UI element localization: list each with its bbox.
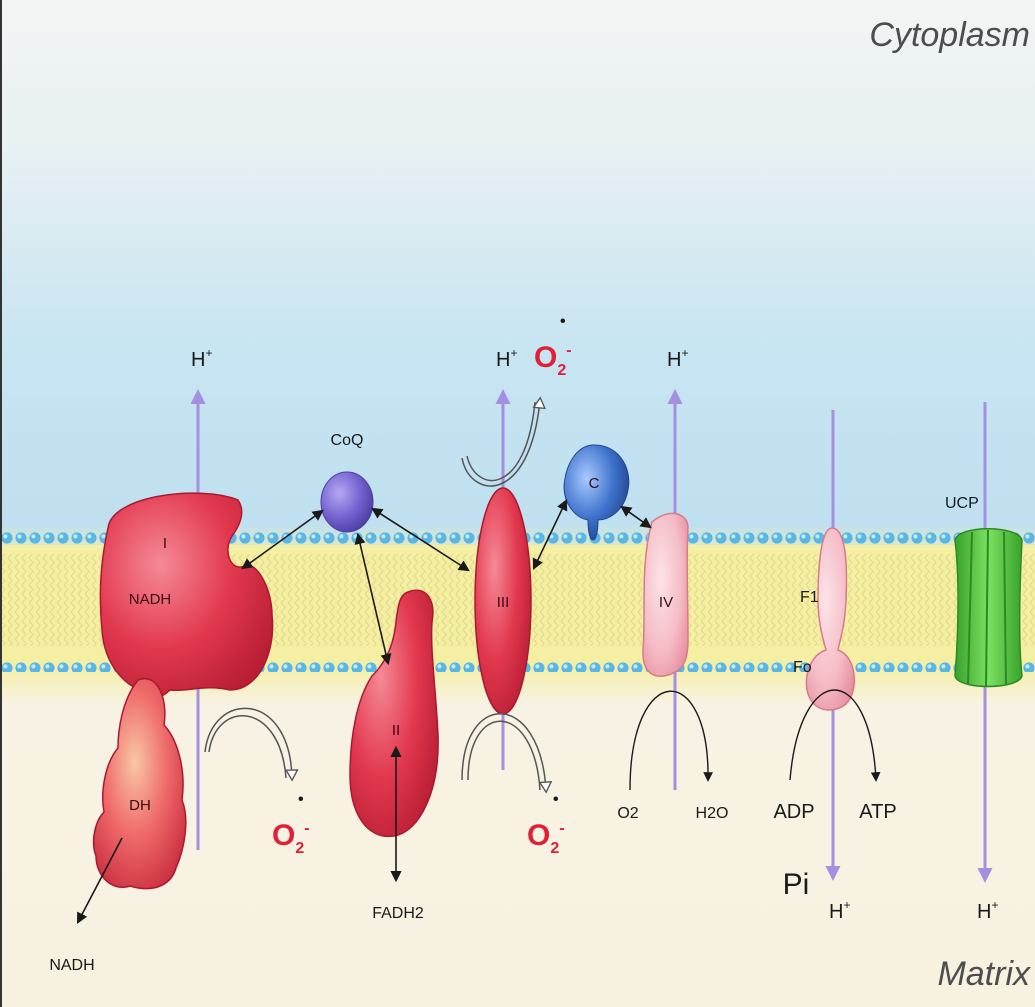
dh-label: DH (129, 797, 151, 814)
complex-1-numeral: I (163, 535, 167, 552)
h2o-label: H2O (696, 805, 729, 822)
radical-dot: • (560, 313, 566, 330)
ucp-label: UCP (945, 495, 979, 512)
f1-label: F1 (800, 589, 819, 606)
fo-label: Fo (793, 659, 812, 676)
radical-dot: • (298, 791, 304, 808)
complex-3: III (475, 488, 531, 714)
fadh2-label: FADH2 (372, 905, 424, 922)
atp-label: ATP (859, 801, 896, 823)
pi-label: Pi (783, 868, 810, 901)
complex-4: IV (643, 513, 688, 676)
complex-1-label: NADH (129, 591, 172, 608)
cytoplasm-label: Cytoplasm (869, 16, 1030, 54)
radical-dot: • (553, 791, 559, 808)
cytochrome-c-label: C (589, 475, 600, 492)
coq-label: CoQ (331, 432, 364, 449)
complex-3-numeral: III (497, 594, 510, 611)
adp-label: ADP (773, 801, 814, 823)
complex-4-numeral: IV (659, 594, 673, 611)
complex-2-numeral: II (392, 722, 400, 739)
nadh-label: NADH (49, 957, 94, 974)
o2-label: O2 (617, 805, 638, 822)
matrix-label: Matrix (937, 955, 1031, 993)
